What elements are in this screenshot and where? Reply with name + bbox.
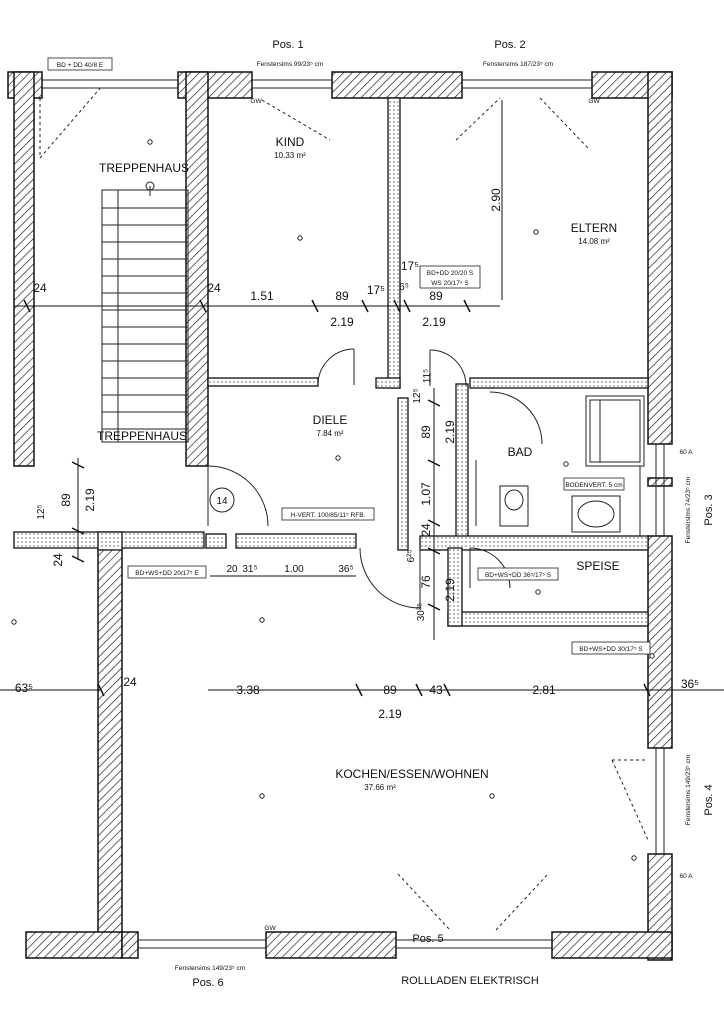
dim-63-5: 63⁵	[15, 681, 33, 695]
room-bad: BAD	[508, 445, 533, 459]
fenstersims-pos1: Fenstersims 99/23⁵ cm	[257, 61, 324, 68]
dim-100: 1.00	[284, 564, 304, 575]
room-treppenhaus-lower: TREPPENHAUS	[97, 429, 187, 443]
room-kind: KIND	[276, 135, 305, 149]
dim-89-left: 89	[59, 493, 73, 507]
windows	[42, 79, 665, 949]
dim-36-5: 36⁵	[681, 677, 699, 691]
dim-36-5-small: 36⁵	[338, 564, 353, 575]
dim-6-5: 6⁵	[399, 282, 409, 293]
gw-label-3: GW	[264, 925, 276, 932]
dim-219-kind: 2.19	[330, 315, 354, 329]
dim-17-5-top: 17⁵	[401, 259, 419, 273]
note-ws-20: WS 20/17⁵ S	[431, 280, 469, 287]
note-bd-ws-20: BD+WS+DD 20/17⁵ E	[135, 570, 199, 577]
dim-24-left: 24	[33, 281, 47, 295]
dim-31-5: 31⁵	[242, 564, 257, 575]
sixty-a-label-1: 60 A	[679, 449, 693, 456]
dim-24-stair: 24	[207, 281, 221, 295]
room-kochen: KOCHEN/ESSEN/WOHNEN	[335, 767, 488, 781]
label-pos6: Pos. 6	[192, 977, 223, 989]
label-pos3: Pos. 3	[703, 494, 715, 525]
dim-24-diele: 24	[419, 523, 433, 537]
room-eltern: ELTERN	[571, 221, 617, 235]
dim-219-diele: 2.19	[443, 420, 457, 444]
sixty-a-label-2: 60 A	[679, 873, 693, 880]
room-diele: DIELE	[313, 413, 348, 427]
dim-338: 3.38	[236, 683, 260, 697]
room-kochen-area: 37.66 m²	[364, 783, 396, 792]
bath-fixtures	[475, 395, 645, 536]
dim-20: 20	[226, 564, 238, 575]
dim-89-kind: 89	[335, 289, 349, 303]
note-h-vert: H-VERT. 100/85/11⁵ RFB.	[291, 512, 366, 519]
dim-89-kochen: 89	[383, 683, 397, 697]
dim-219-eltern: 2.19	[422, 315, 446, 329]
room-diele-area: 7.84 m²	[316, 429, 343, 438]
dim-11-5: 11⁵	[422, 369, 433, 384]
interior-walls	[13, 97, 649, 627]
label-pos4: Pos. 4	[703, 784, 715, 815]
dim-89-eltern: 89	[429, 289, 443, 303]
room-kind-area: 10.33 m²	[274, 151, 306, 160]
door-swings	[39, 85, 649, 931]
dim-24-left-lower: 24	[51, 553, 65, 567]
dim-290: 2.90	[489, 188, 503, 212]
fenstersims-pos6: Fenstersims 149/23⁵ cm	[175, 965, 245, 972]
room-eltern-area: 14.08 m²	[578, 237, 610, 246]
dim-219-kochen: 2.19	[378, 707, 402, 721]
room-treppenhaus: TREPPENHAUS	[99, 161, 189, 175]
dim-107: 1.07	[419, 482, 433, 506]
note-bodenvert: BODENVERT. 5 cm	[565, 482, 622, 489]
note-boxes	[47, 57, 651, 655]
dim-281: 2.81	[532, 683, 556, 697]
dim-43: 43	[429, 683, 443, 697]
note-bd-ws-36: BD+WS+DD 36⁵/17⁵ S	[485, 572, 552, 579]
dim-219-left: 2.19	[83, 488, 97, 512]
dim-12-5-diele: 12⁵	[412, 388, 423, 403]
dim-30-25: 30²⁵	[416, 603, 427, 622]
dim-6-25: 6²⁵	[406, 549, 417, 562]
note-rollladen: ROLLLADEN ELEKTRISCH	[401, 975, 539, 987]
gw-label-2: GW	[588, 98, 600, 105]
room-speise: SPEISE	[576, 559, 619, 573]
fenstersims-pos2: Fenstersims 187/23⁵ cm	[483, 61, 553, 68]
dim-17-5: 17⁵	[367, 283, 385, 297]
note-bd-dd-40: BD + DD 40/8 E	[57, 62, 104, 69]
step-number: 14	[216, 496, 228, 507]
gw-label-1: GW	[250, 98, 262, 105]
label-pos2: Pos. 2	[494, 39, 525, 51]
label-pos5: Pos. 5	[412, 933, 443, 945]
dimension-lines	[0, 100, 724, 697]
label-pos1: Pos. 1	[272, 39, 303, 51]
dim-89-diele: 89	[419, 425, 433, 439]
dim-151: 1.51	[250, 289, 274, 303]
ceiling-markers	[11, 139, 655, 861]
note-bd-dd-20: BD+DD 20/20 S	[427, 270, 474, 277]
stairs	[101, 181, 189, 443]
dim-76: 76	[419, 575, 433, 589]
fenstersims-pos3: Fenstersims 74/23⁵ cm	[685, 477, 692, 544]
step-number-circle	[209, 487, 235, 513]
dim-24-kochen: 24	[123, 675, 137, 689]
outer-walls	[7, 71, 673, 961]
note-bd-ws-30: BD+WS+DD 30/17⁵ S	[579, 646, 643, 653]
dim-219-speise: 2.19	[443, 578, 457, 602]
dim-12-5-left: 12⁵	[36, 504, 47, 519]
fenstersims-pos4: Fenstersims 149/23⁵ cm	[685, 755, 692, 825]
